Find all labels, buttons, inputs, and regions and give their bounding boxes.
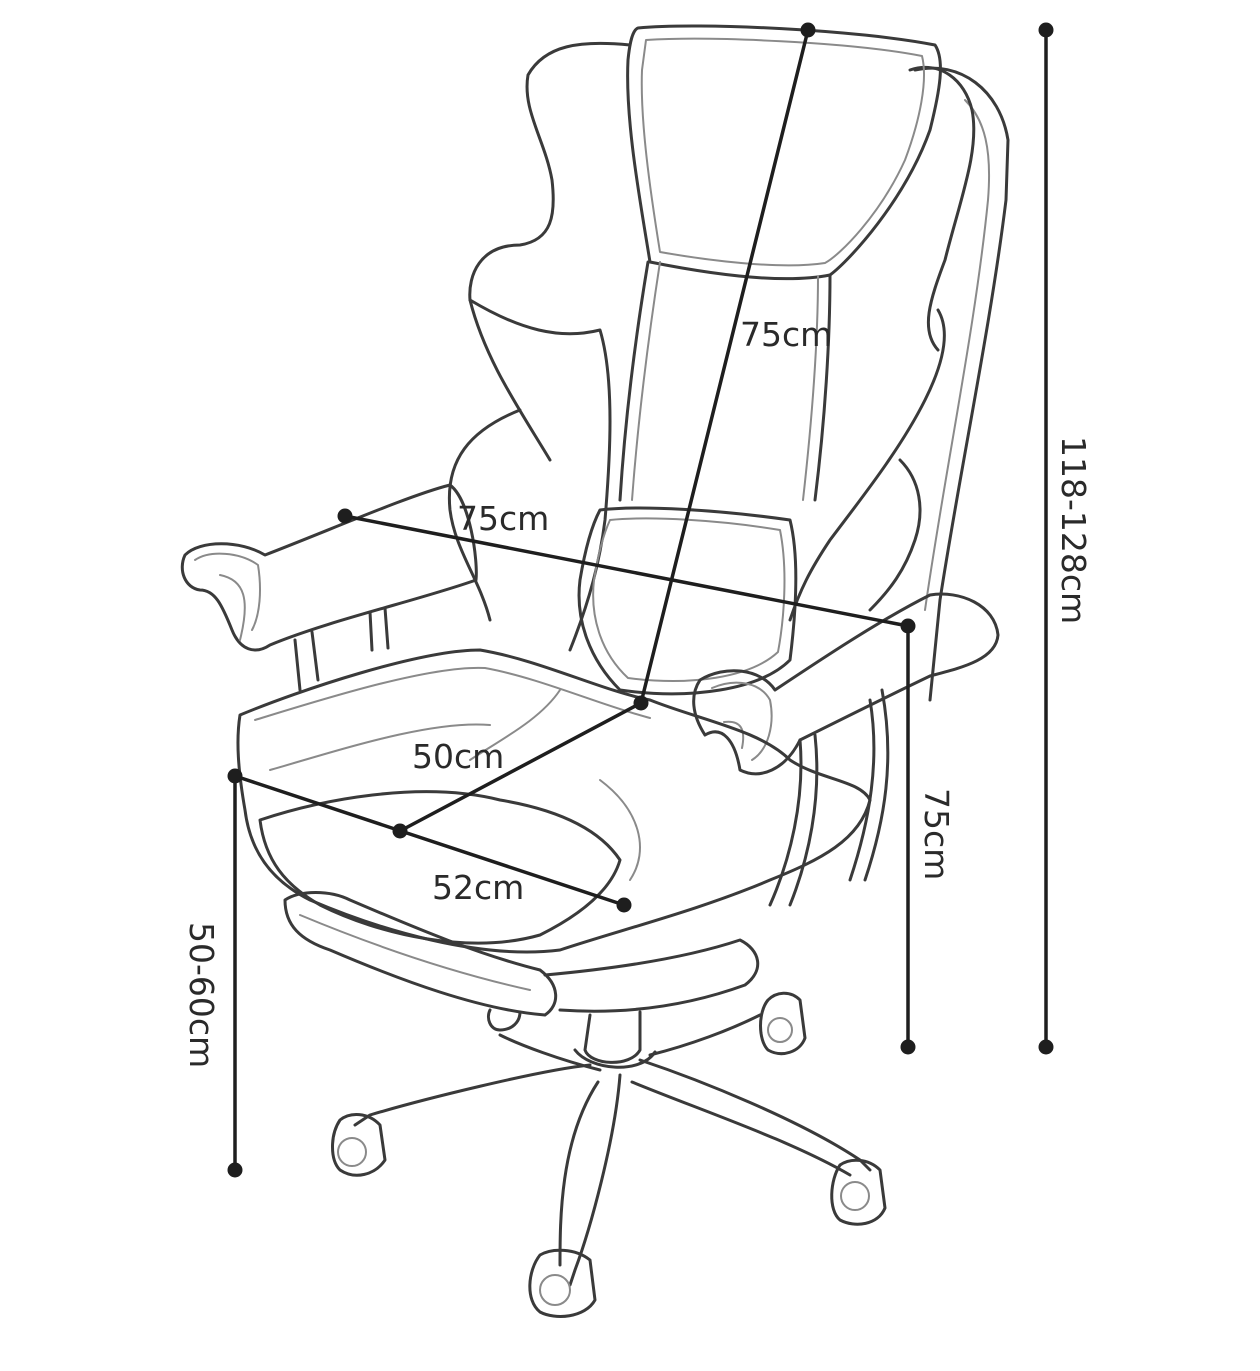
caster-front-right xyxy=(830,1158,887,1226)
dimension-total-height: 118-128cm xyxy=(1038,22,1093,1055)
seat-front-pad xyxy=(258,790,622,945)
caster-front-left xyxy=(331,1113,387,1177)
dimension-width: 75cm xyxy=(337,499,916,634)
backrest-wings xyxy=(468,41,976,462)
dimension-endpoint xyxy=(616,897,632,913)
dimension-annotations: 75cm 75cm 50cm 52cm 50-60cm xyxy=(182,22,1093,1178)
dimension-seat-height: 50-60cm xyxy=(182,774,243,1178)
star-base xyxy=(353,1013,872,1287)
dimension-label-seat-width: 52cm xyxy=(432,868,524,907)
dimension-endpoint xyxy=(800,22,816,38)
dimension-label-total-height: 118-128cm xyxy=(1054,436,1093,624)
backrest-center-panel xyxy=(618,260,832,502)
gas-lift xyxy=(573,1010,657,1069)
backrest-center-seam xyxy=(631,261,819,501)
headrest-piping xyxy=(640,37,925,267)
dimension-label-width: 75cm xyxy=(457,499,549,538)
seat-cushion xyxy=(236,648,872,954)
backrest-rear-seam xyxy=(924,99,991,611)
dimension-endpoint xyxy=(227,1162,243,1178)
dimension-backrest-height: 75cm xyxy=(633,22,832,711)
caster-rear-right xyxy=(759,991,807,1055)
chair-illustration xyxy=(180,24,1010,1318)
caster-rear-left xyxy=(486,1008,522,1032)
dimension-label-backrest-height: 75cm xyxy=(740,315,832,354)
seat-base-plate xyxy=(543,938,760,1013)
left-armrest-support xyxy=(293,606,390,692)
right-armrest-support xyxy=(768,688,890,907)
right-armrest-piping xyxy=(711,681,773,761)
dimension-endpoint xyxy=(337,508,353,524)
backrest-right-bolster xyxy=(788,308,946,622)
footrest-seam xyxy=(299,914,531,991)
dimension-armrest-height: 75cm xyxy=(900,624,956,1055)
caster-front-center xyxy=(528,1248,597,1318)
seat-cushion-seam xyxy=(254,666,651,881)
backrest-rear-shell xyxy=(913,66,1010,702)
lumbar-pillow xyxy=(577,506,798,696)
dimension-endpoint xyxy=(900,1039,916,1055)
dimension-endpoint xyxy=(1038,22,1054,38)
dimension-seat-width: 52cm xyxy=(227,768,632,913)
dimension-label-seat-depth: 50cm xyxy=(412,737,504,776)
footrest xyxy=(283,891,558,1017)
dimension-label-seat-height: 50-60cm xyxy=(182,922,221,1068)
dimension-seat-depth: 50cm xyxy=(392,701,643,839)
dimension-endpoint xyxy=(1038,1039,1054,1055)
left-armrest-piping xyxy=(194,552,261,641)
right-armrest xyxy=(692,592,1000,776)
lumbar-pillow-piping xyxy=(592,517,786,682)
left-armrest xyxy=(180,483,478,652)
headrest xyxy=(626,24,942,281)
dimension-label-armrest-height: 75cm xyxy=(917,788,956,880)
backrest-left-bolster xyxy=(447,298,612,652)
